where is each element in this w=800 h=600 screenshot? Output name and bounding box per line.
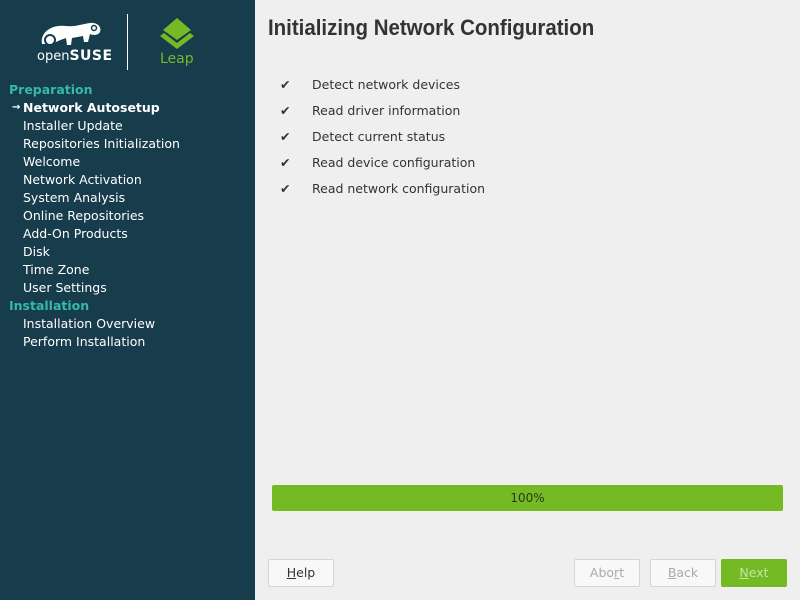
- sidebar-step: Welcome: [0, 153, 255, 171]
- task-label: Read network configuration: [312, 181, 486, 196]
- task-item: ✔ Read device configuration: [280, 154, 485, 180]
- sidebar-step: Perform Installation: [0, 333, 255, 351]
- task-item: ✔ Read network configuration: [280, 180, 485, 206]
- sidebar-step-label: Network Activation: [23, 172, 142, 187]
- progress-label: 100%: [510, 491, 545, 505]
- check-icon: ✔: [280, 155, 291, 170]
- opensuse-chameleon-icon: [41, 22, 101, 46]
- sidebar-step-label: System Analysis: [23, 190, 126, 205]
- current-step-arrow-icon: →: [12, 102, 21, 113]
- main-content: Initializing Network Configuration ✔ Dete…: [255, 0, 800, 600]
- sidebar-step-label: Installer Update: [23, 118, 123, 133]
- back-button[interactable]: Back: [650, 559, 716, 587]
- sidebar-step-label: User Settings: [23, 280, 107, 295]
- check-icon: ✔: [280, 103, 291, 118]
- sidebar-step: Repositories Initialization: [0, 135, 255, 153]
- next-button[interactable]: Next: [721, 559, 787, 587]
- task-label: Read driver information: [312, 103, 461, 118]
- progress-bar: 100%: [272, 485, 783, 511]
- sidebar-step: Add-On Products: [0, 225, 255, 243]
- sidebar-step: Installation Overview: [0, 315, 255, 333]
- leap-logo-icon: [160, 18, 194, 49]
- check-icon: ✔: [280, 129, 291, 144]
- sidebar-step: Time Zone: [0, 261, 255, 279]
- sidebar-step-label: Perform Installation: [23, 334, 146, 349]
- sidebar-step: Disk: [0, 243, 255, 261]
- sidebar-step: Network Activation: [0, 171, 255, 189]
- task-item: ✔ Read driver information: [280, 102, 485, 128]
- sidebar-step: →Network Autosetup: [0, 99, 255, 117]
- check-icon: ✔: [280, 181, 291, 196]
- sidebar-step-label: Repositories Initialization: [23, 136, 180, 151]
- sidebar-step-label: Disk: [23, 244, 50, 259]
- sidebar-step: System Analysis: [0, 189, 255, 207]
- task-item: ✔ Detect current status: [280, 128, 485, 154]
- task-label: Detect network devices: [312, 77, 460, 92]
- task-label: Detect current status: [312, 129, 446, 144]
- sidebar-step-label: Installation Overview: [23, 316, 156, 331]
- sidebar: openSUSE Leap Preparation →Network Autose…: [0, 0, 255, 600]
- task-list: ✔ Detect network devices ✔ Read driver info…: [280, 76, 485, 206]
- sidebar-step-label: Online Repositories: [23, 208, 145, 223]
- opensuse-wordmark: openSUSE: [37, 48, 113, 64]
- check-icon: ✔: [280, 77, 291, 92]
- sidebar-section-title: Preparation: [9, 82, 93, 97]
- sidebar-step-label: Time Zone: [23, 262, 90, 277]
- leap-wordmark: Leap: [160, 51, 194, 67]
- task-label: Read device configuration: [312, 155, 476, 170]
- abort-button[interactable]: Abort: [574, 559, 640, 587]
- help-button[interactable]: Help: [268, 559, 334, 587]
- sidebar-step-label: Network Autosetup: [23, 100, 160, 115]
- sidebar-step-label: Welcome: [23, 154, 81, 169]
- sidebar-section-title: Installation: [9, 298, 90, 313]
- sidebar-step: User Settings: [0, 279, 255, 297]
- logo-divider: [127, 14, 128, 70]
- sidebar-step-label: Add-On Products: [23, 226, 128, 241]
- page-title: Initializing Network Configuration: [268, 15, 595, 40]
- sidebar-step: Online Repositories: [0, 207, 255, 225]
- task-item: ✔ Detect network devices: [280, 76, 485, 102]
- logo-area: openSUSE Leap: [0, 0, 255, 80]
- sidebar-step: Installer Update: [0, 117, 255, 135]
